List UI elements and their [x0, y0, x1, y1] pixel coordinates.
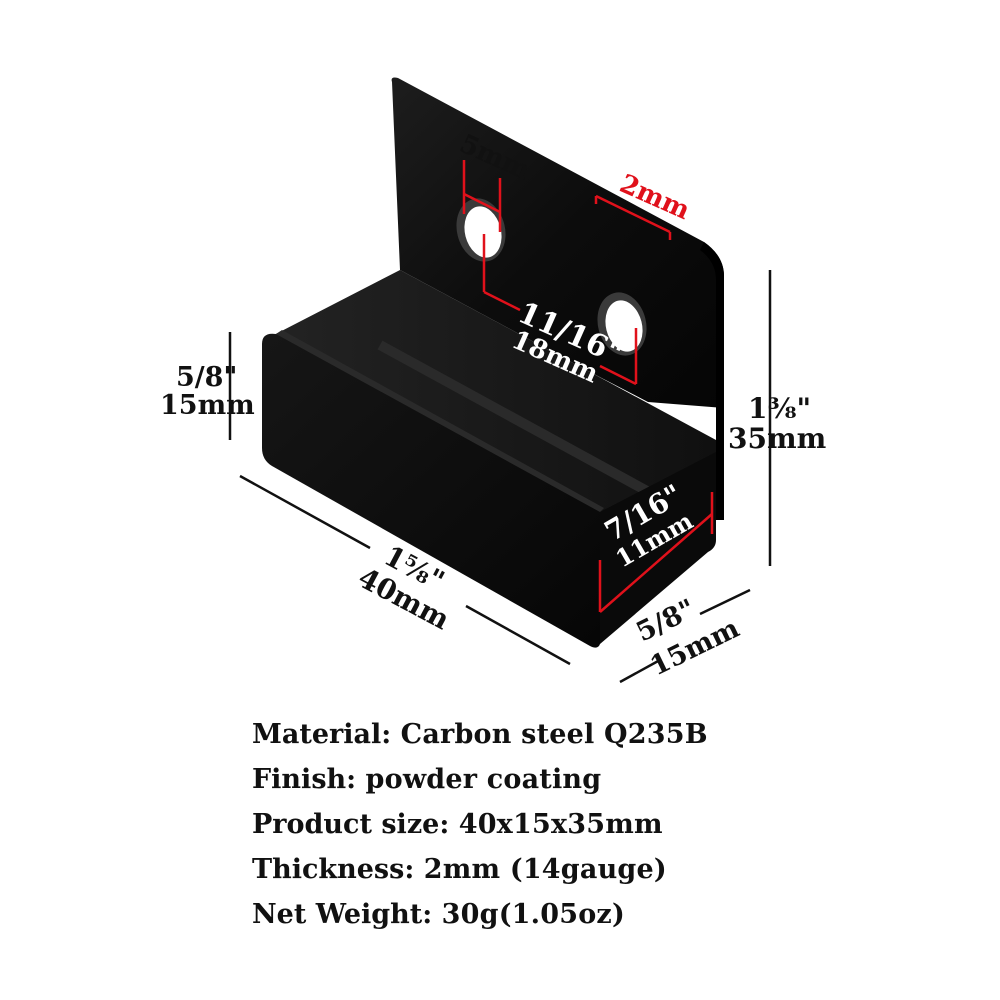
back-height-left-metric-label: 15mm — [160, 390, 255, 421]
spec-label: Finish: — [252, 764, 357, 795]
spec-list: Material: Carbon steel Q235B Finish: pow… — [252, 712, 952, 937]
bracket-right-wall — [600, 452, 716, 644]
spec-material: Material: Carbon steel Q235B — [252, 712, 952, 757]
spec-value: 2mm (14gauge) — [423, 854, 667, 885]
bracket-back-edge — [700, 242, 724, 520]
spec-label: Product size: — [252, 809, 450, 840]
spec-net-weight: Net Weight: 30g(1.05oz) — [252, 892, 952, 937]
back-height-left-imperial-label: 5/8" — [176, 362, 238, 393]
spec-value: 40x15x35mm — [458, 809, 663, 840]
spec-value: 30g(1.05oz) — [441, 899, 625, 930]
bracket-front-lip — [262, 333, 600, 648]
spec-label: Material: — [252, 719, 392, 750]
red-dimension-lines — [462, 160, 714, 613]
spec-label: Thickness: — [252, 854, 415, 885]
spec-product-size: Product size: 40x15x35mm — [252, 802, 952, 847]
spec-label: Net Weight: — [252, 899, 433, 930]
bracket-diagram: 5mm 2mm 11/16" 18mm 5/8" 15mm 1⅜" 35mm 7… — [160, 77, 826, 684]
spec-value: powder coating — [365, 764, 602, 795]
black-dimension-lines — [228, 270, 772, 684]
spec-finish: Finish: powder coating — [252, 757, 952, 802]
spec-thickness: Thickness: 2mm (14gauge) — [252, 847, 952, 892]
total-height-metric-label: 35mm — [728, 422, 826, 455]
bracket-lip-edge — [276, 330, 604, 512]
total-height-imperial-label: 1⅜" — [748, 392, 811, 425]
spec-value: Carbon steel Q235B — [400, 719, 708, 750]
